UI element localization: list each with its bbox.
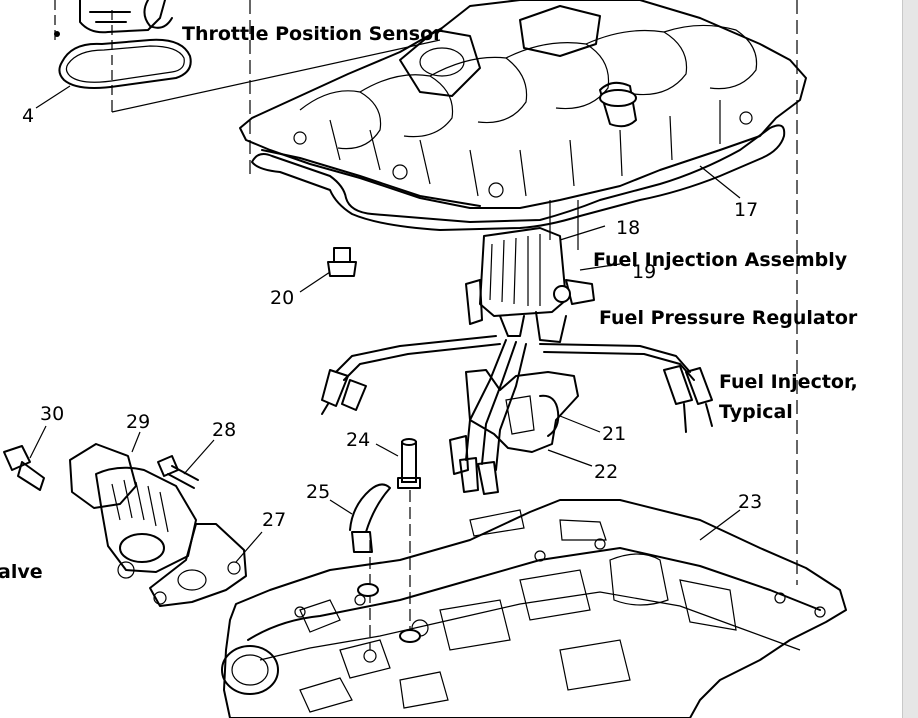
right-edge-scroll-strip <box>902 0 918 718</box>
callout-25: 25 <box>306 481 330 503</box>
label-fuel-injector-line2: Typical <box>719 401 793 423</box>
egr-gasket-27 <box>149 523 263 607</box>
label-throttle-position-sensor: Throttle Position Sensor <box>182 23 443 45</box>
injector-right <box>663 365 713 433</box>
callout-28: 28 <box>212 419 236 441</box>
callout-19: 19 <box>632 261 656 283</box>
throttle-body-part <box>54 0 173 37</box>
callout-18: 18 <box>616 217 640 239</box>
elbow-25 <box>329 483 391 553</box>
upper-intake-manifold <box>239 0 807 209</box>
pipe-24 <box>375 438 421 489</box>
egr-valve-assembly <box>69 431 197 579</box>
callout-21: 21 <box>602 423 626 445</box>
label-fuel-injection-assembly: Fuel Injection Assembly <box>593 249 848 271</box>
label-fuel-pressure-regulator: Fuel Pressure Regulator <box>599 307 858 329</box>
label-fuel-injector-line1: Fuel Injector, <box>719 371 858 393</box>
callout-30: 30 <box>40 403 64 425</box>
label-valve-partial: alve <box>0 561 43 583</box>
callout-20: 20 <box>270 287 294 309</box>
callout-22: 22 <box>594 461 618 483</box>
callout-29: 29 <box>126 411 150 433</box>
injector-left <box>321 369 367 415</box>
lower-intake-manifold-23 <box>221 499 847 718</box>
sensor-30 <box>3 425 47 491</box>
bolt-20 <box>299 247 357 293</box>
bracket-21-22 <box>465 369 601 467</box>
callout-24: 24 <box>346 429 370 451</box>
component-labels: Throttle Position Sensor Fuel Injection … <box>0 23 858 583</box>
fuel-injection-assembly <box>465 225 621 343</box>
callout-4: 4 <box>22 105 34 127</box>
upper-manifold-gasket-17 <box>251 124 786 231</box>
bolt-28 <box>157 439 215 489</box>
callout-17: 17 <box>734 199 758 221</box>
callout-27: 27 <box>262 509 286 531</box>
number-callouts: 4 17 18 19 20 21 22 23 24 25 27 28 29 30 <box>22 105 762 531</box>
fuel-lines-and-injectors <box>321 335 713 495</box>
injector-bottom <box>449 435 499 495</box>
callout-23: 23 <box>738 491 762 513</box>
gasket-4 <box>35 38 192 109</box>
